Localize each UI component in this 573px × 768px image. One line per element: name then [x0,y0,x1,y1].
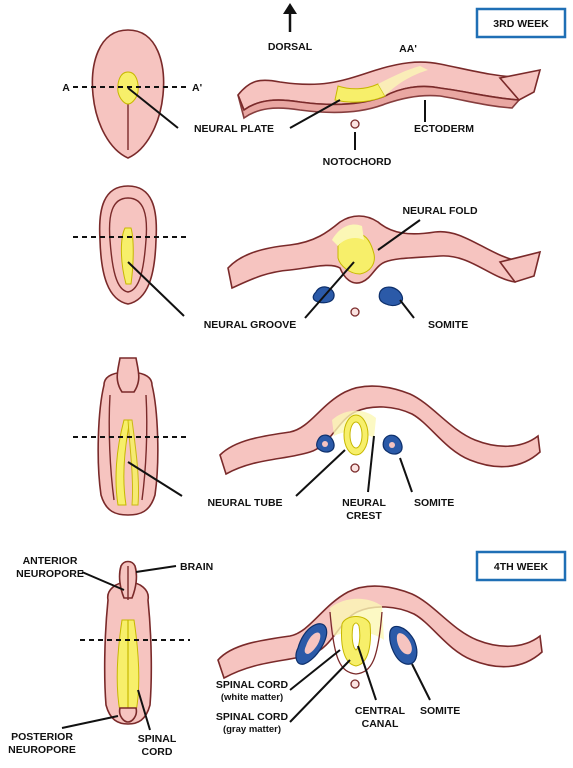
leader-somite-4 [411,663,431,701]
posterior-neuropore-label-1: POSTERIOR [11,731,73,743]
leader-brain [135,565,177,573]
embryo-week3-early [91,29,165,159]
leader-tube-right [295,449,346,497]
a-left-label: A [62,82,70,94]
leader-somite-3 [399,457,413,493]
notochord-r2 [350,307,360,317]
anterior-neuropore-label-1: ANTERIOR [23,555,78,567]
posterior-neuropore-label-2: NEUROPORE [8,744,76,756]
brain-label: BRAIN [180,561,213,573]
neural-fold-label: NEURAL FOLD [402,205,477,217]
somite-r4-right [389,625,418,665]
spinal-cord-label-2: CORD [142,746,173,758]
anterior-neuropore-label-2: NEUROPORE [16,568,84,580]
leader-white [289,649,341,691]
cross-section-plate [237,61,542,120]
somite-label-3: SOMITE [414,497,454,509]
leader-somite-2 [399,299,415,319]
central-canal-label-2: CANAL [362,718,399,730]
leader-plate-right [289,99,341,129]
leader-fold [377,219,421,251]
dorsal-label: DORSAL [268,41,313,53]
spinal-white-label-1: SPINAL CORD [216,679,289,691]
cross-section-tube [219,385,541,476]
leader-groove-left [127,261,185,317]
fourth-week-box: 4TH WEEK [475,550,567,582]
neural-tube-r3 [343,414,369,456]
notochord-r3 [350,463,360,473]
leader-groove-right [304,261,355,319]
spinal-cord-label-1: SPINAL [138,733,177,745]
neural-crest-label-2: CREST [346,510,382,522]
spinal-gray-label-1: SPINAL CORD [216,711,289,723]
cross-section-groove [227,215,542,290]
ectoderm-label: ECTODERM [414,123,474,135]
leader-anterior [81,571,125,591]
leader-tube-left [127,461,183,497]
neural-tube-label: NEURAL TUBE [207,497,282,509]
central-canal-label-1: CENTRAL [355,705,406,717]
third-week-label: 3RD WEEK [493,18,549,30]
somite-label-4: SOMITE [420,705,460,717]
somite-r3-left [316,434,335,453]
somite-r3-right [382,434,403,455]
neural-plate-label: NEURAL PLATE [194,123,274,135]
leader-posterior [61,715,119,729]
section-aa-label: AA' [399,43,417,55]
spinal-gray-label-2: (gray matter) [223,724,281,735]
leader-spinal [137,689,151,731]
somite-r4-left [295,623,328,665]
neural-crest-label-1: NEURAL [342,497,386,509]
notochord-r1 [350,119,360,129]
embryo-week3-groove [98,185,158,305]
dorsal-arrow-icon [283,3,297,32]
cross-section-cord [217,585,543,680]
leader-plate-left [127,87,179,129]
fourth-week-label: 4TH WEEK [494,561,549,573]
third-week-box: 3RD WEEK [475,7,567,39]
notochord-r4 [350,679,360,689]
somite-label-2: SOMITE [428,319,468,331]
spinal-white-label-2: (white matter) [221,692,283,703]
a-right-label: A' [192,82,202,94]
leader-canal [357,645,377,701]
embryo-week3-tube [97,357,159,516]
spinal-cord-section [341,616,371,667]
neural-groove-label: NEURAL GROOVE [204,319,297,331]
leader-crest [367,435,375,493]
somite-r2-right [378,286,404,307]
leader-gray [289,659,351,723]
embryo-week4 [103,560,153,725]
notochord-label: NOTOCHORD [323,156,392,168]
